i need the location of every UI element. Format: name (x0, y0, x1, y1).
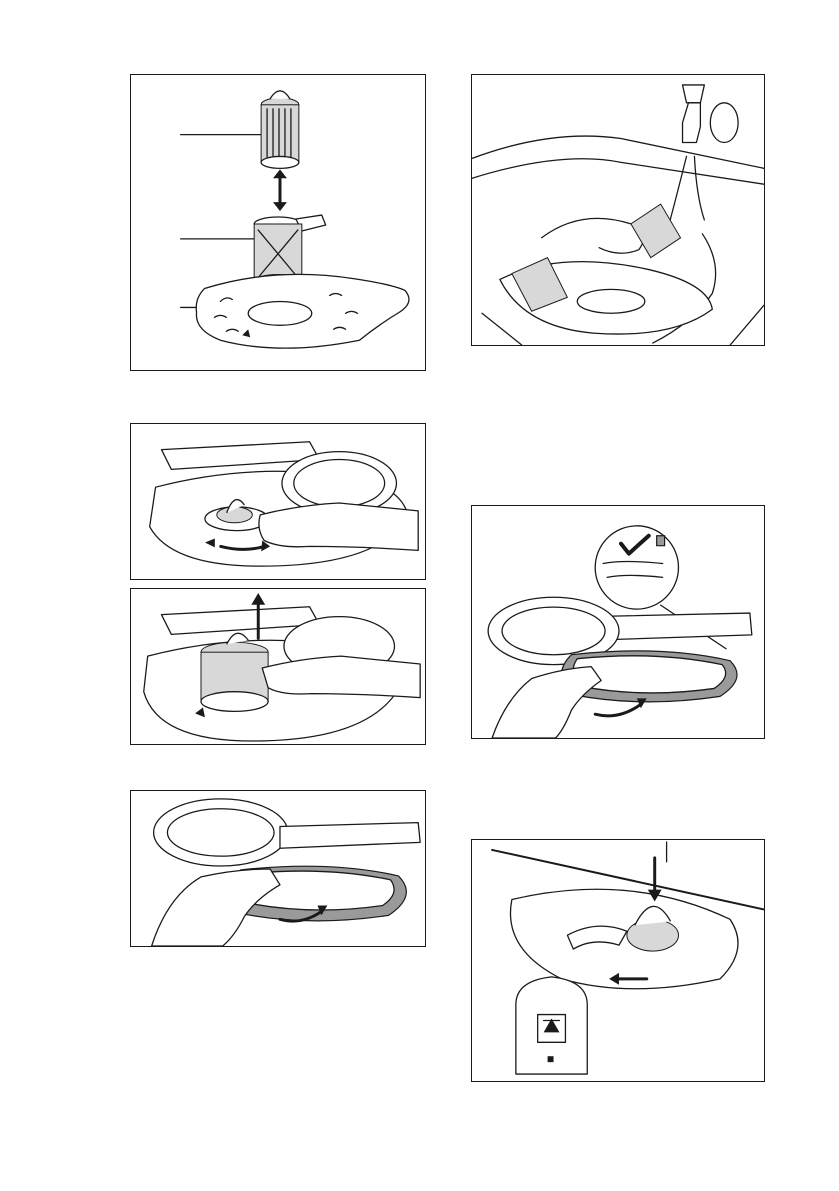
lid-drawing (154, 799, 288, 866)
hand-drawing (262, 656, 420, 697)
spray-arm-drawing (280, 823, 420, 849)
fine-filter-drawing (261, 91, 299, 168)
lock-detail-inset (516, 977, 587, 1074)
figure-reinsert-filter (471, 839, 765, 1082)
figure-rinse-under-tap (471, 74, 765, 346)
coarse-filter-drawing (201, 633, 268, 711)
lock-symbol-icon (548, 1056, 554, 1062)
flat-filter-drawing (196, 274, 409, 348)
flat-filter-drawing (510, 889, 738, 988)
hand-drawing (492, 667, 601, 738)
figure-check-flat-filter (471, 505, 765, 739)
hand-drawing (259, 503, 418, 550)
flat-filter-in-sink (500, 258, 712, 334)
figure-lift-filter (130, 588, 426, 745)
figure-turn-flat-filter (130, 790, 426, 947)
figure-turn-filter (130, 423, 426, 580)
figure-filter-assembly (130, 74, 426, 371)
double-arrow-icon (273, 169, 287, 211)
